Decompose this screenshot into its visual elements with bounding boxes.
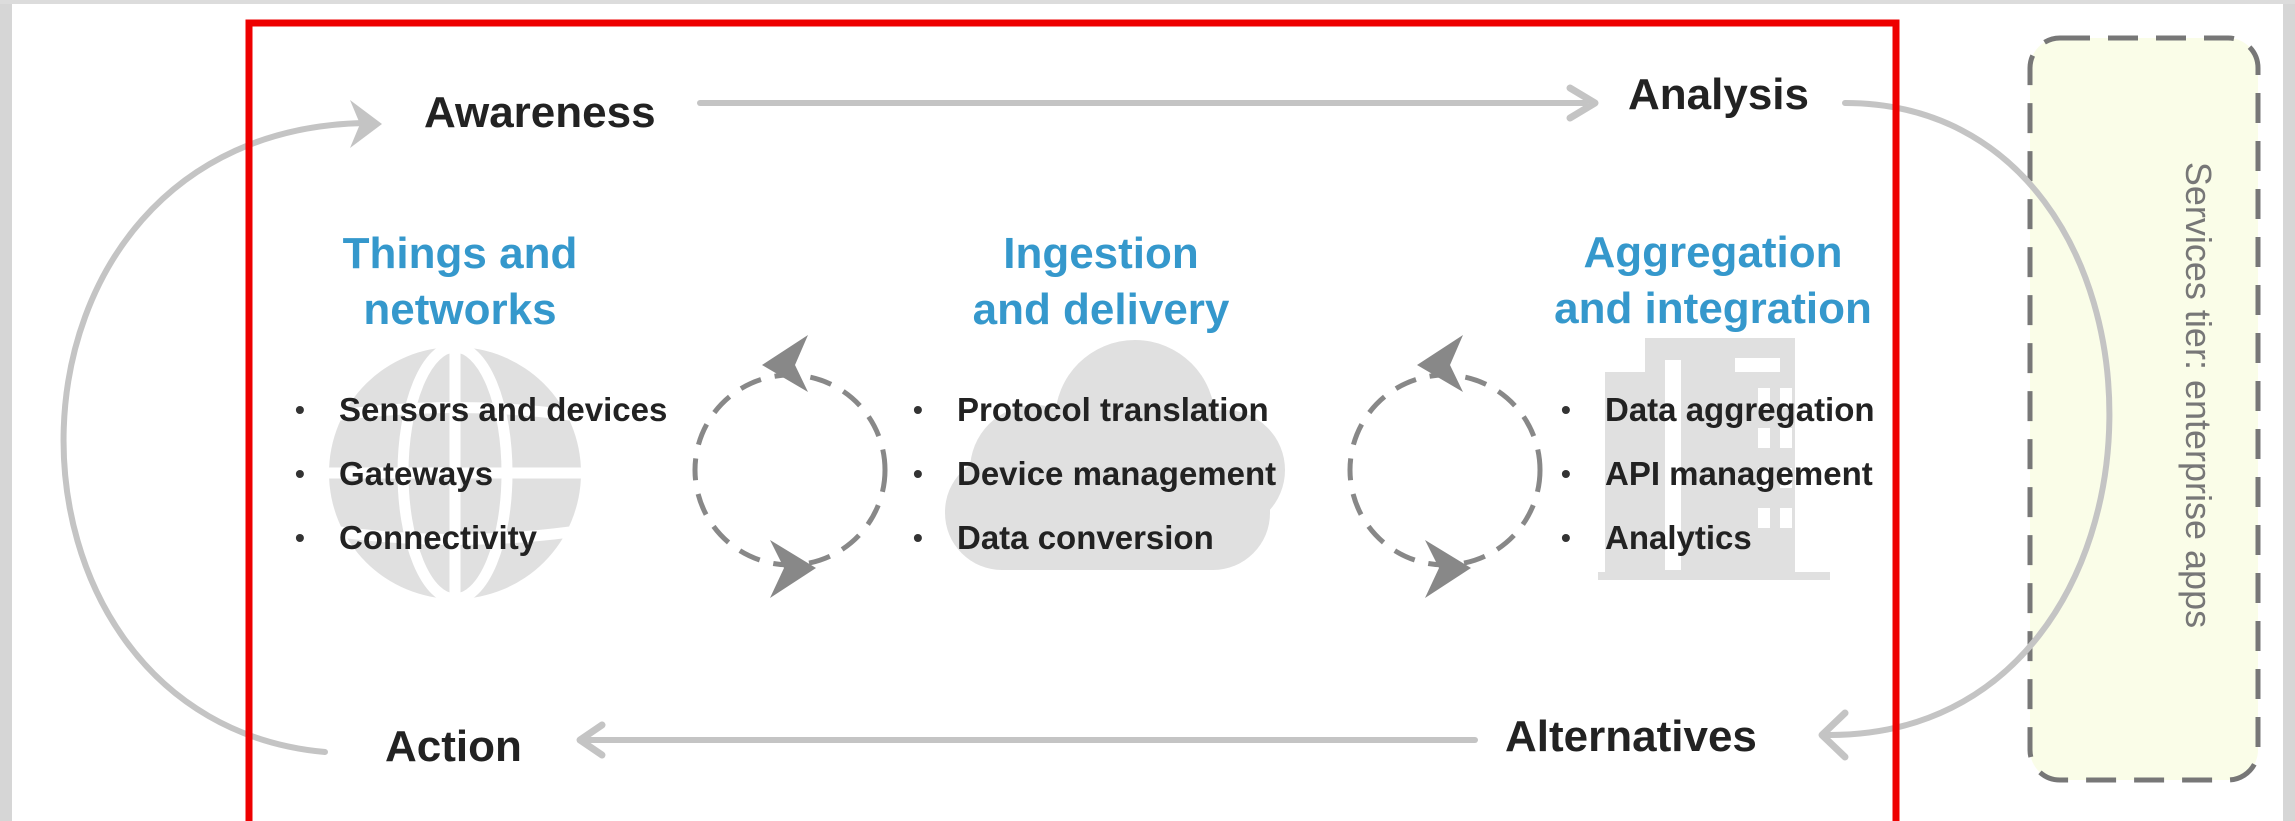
list-things-and-networks: Sensors and devices Gateways Connectivit… — [295, 388, 667, 580]
flow-arrowheads — [576, 84, 1849, 761]
phase-analysis: Analysis — [1628, 70, 1809, 119]
list-aggregation-and-integration: Data aggregation API management Analytic… — [1561, 388, 1875, 580]
arrowhead-analysis — [1566, 84, 1599, 122]
heading-line: networks — [363, 285, 557, 334]
heading-line: Aggregation — [1583, 228, 1843, 277]
highlight-frame — [245, 19, 1900, 821]
list-item: API management — [1561, 452, 1875, 516]
list-item: Device management — [913, 452, 1276, 516]
heading-line: and integration — [1554, 284, 1872, 333]
heading-things-and-networks: Things and networks — [343, 226, 578, 338]
arrow-analysis-to-alternatives — [1827, 100, 2113, 738]
arrowhead-alternatives — [1818, 709, 1849, 761]
chevron-right-icon — [1425, 540, 1471, 598]
flow-loop — [60, 100, 2113, 755]
exchange-cycle-left — [692, 335, 888, 598]
heading-line: and delivery — [972, 285, 1230, 334]
list-ingestion-and-delivery: Protocol translation Device management D… — [913, 388, 1276, 580]
list-item: Data conversion — [913, 516, 1276, 580]
heading-line: Things and — [342, 229, 578, 278]
heading-line: Ingestion — [1003, 229, 1199, 278]
page-edge-left — [0, 0, 12, 821]
list-item: Protocol translation — [913, 388, 1276, 452]
services-tier-label: Services tier: enterprise apps — [2178, 161, 2219, 629]
chevron-left-icon — [1417, 335, 1463, 392]
exchange-cycle-right — [1347, 335, 1543, 598]
list-item: Gateways — [295, 452, 667, 516]
list-item: Sensors and devices — [295, 388, 667, 452]
arrowhead-awareness — [350, 100, 382, 148]
chevron-right-icon — [770, 540, 816, 598]
phase-action: Action — [385, 722, 522, 771]
heading-ingestion-and-delivery: Ingestion and delivery — [973, 226, 1230, 338]
page-edge-top — [0, 0, 2295, 4]
list-item: Analytics — [1561, 516, 1875, 580]
arrow-action-to-awareness — [60, 120, 368, 755]
page-edge-right — [2283, 0, 2295, 821]
list-item: Data aggregation — [1561, 388, 1875, 452]
arrowhead-action — [576, 721, 606, 759]
phase-alternatives: Alternatives — [1505, 712, 1757, 761]
services-tier-box — [2027, 35, 2261, 783]
phase-awareness: Awareness — [424, 88, 656, 137]
heading-aggregation-and-integration: Aggregation and integration — [1554, 225, 1872, 337]
chevron-left-icon — [762, 335, 808, 392]
list-item: Connectivity — [295, 516, 667, 580]
